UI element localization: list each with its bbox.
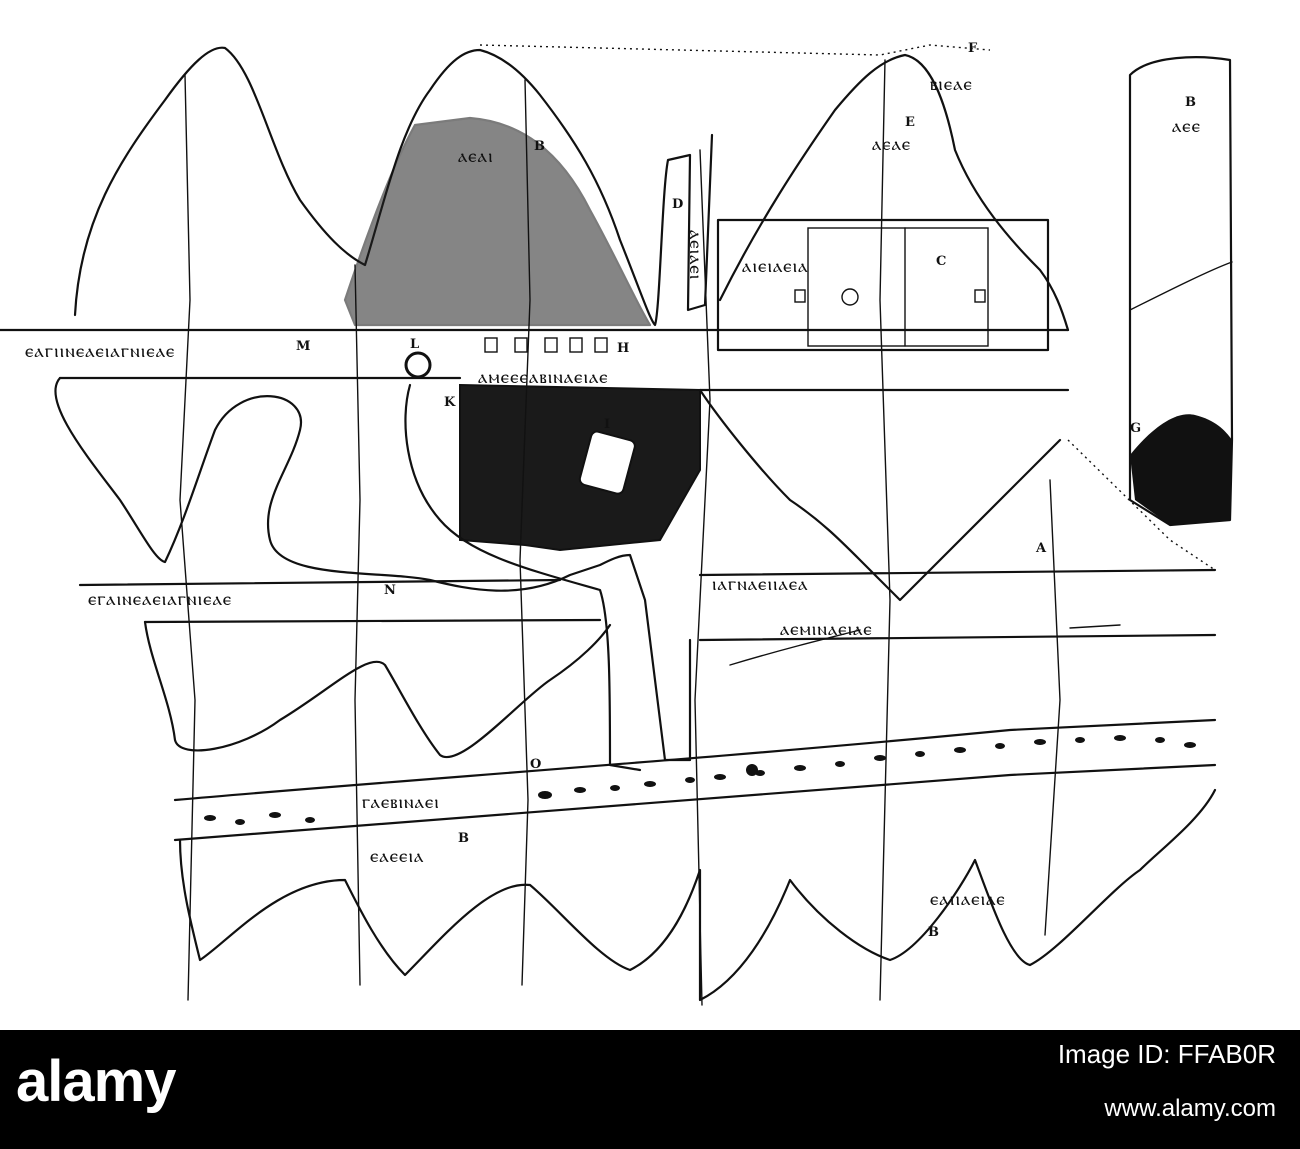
alamy-logo: alamy [16,1049,176,1114]
label-c: C [936,254,946,269]
inscription-c: ⲁⲓⲉⲓⲁⲉⲓⲁ [742,255,809,277]
label-f: F [968,41,978,56]
inscription-d: ⲁⲉⲓⲁⲉⲓ [685,230,707,280]
label-i: I [604,417,610,432]
inscription-right: ⲁⲉⲉ [1172,115,1201,137]
inscription-f: ⲃⲓⲉⲁⲉ [930,73,973,95]
dotted-edge-top [479,44,991,56]
fold-line-6 [1044,479,1061,936]
label-b-fragment: B [1185,95,1196,110]
fold-line-5 [879,59,891,1001]
wadi-inner [404,383,642,772]
label-a: A [1035,541,1047,556]
fold-line-4 [694,149,711,1006]
inscription-a2: ⲁⲉⲙⲓⲛⲁⲉⲓⲁⲉ [780,618,873,640]
lower-hills [143,620,612,759]
winding-wadi [54,376,692,762]
label-b-bottom-right: B [928,925,939,940]
houses-row [484,337,608,353]
image-id-label: Image ID: FFAB0R [1057,1039,1276,1069]
pointer-line [729,624,1121,666]
label-o: O [530,757,541,772]
mountain-outline-top [73,46,714,327]
road-m-bottom [58,376,1070,392]
road-n-bottom [143,618,602,624]
fold-line-1 [179,74,196,1001]
shaded-mountain [343,116,652,327]
label-e: E [905,115,915,130]
inscription-top: ⲁⲉⲁⲓ [458,145,494,167]
triangle-valley [698,388,1062,602]
building-complex [716,218,1050,352]
inscription-a1: ⲓⲁⲅⲛⲁⲉⲓⲓⲁⲉⲁ [712,573,809,595]
label-n: N [384,583,396,598]
label-k: K [444,395,456,410]
road-n-top [78,578,562,587]
mountain-right-outline [718,53,1070,332]
label-b-bottom-left: B [458,831,469,846]
road-a-bottom [698,633,1217,642]
river-stones [204,735,1196,825]
label-l: L [410,337,419,352]
bottom-zigzag-edge [178,788,1217,1002]
well-circle [404,351,432,379]
stele [578,430,636,495]
inscription-e: ⲁⲉⲁⲉ [872,133,911,155]
inscription-o: ⲅⲁⲉⲃⲓⲛⲁⲉⲓ [362,791,440,813]
fold-line-2 [354,264,361,986]
inscription-b-left: ⲉⲁⲉⲉⲓⲁ [370,845,425,867]
label-m: M [296,339,310,354]
right-fragment-line [1129,261,1233,311]
watermark-footer [0,1030,1300,1149]
river-band-top [173,718,1217,802]
inscription-h: ⲁⲙⲉⲉⲉⲁⲃⲓⲛⲁⲉⲓⲁⲉ [478,366,609,388]
temple-enclosure [459,383,701,552]
label-b-top: B [534,139,545,154]
road-a-top [698,568,1217,577]
inscription-b-right: ⲉⲁⲓⲓⲁⲉⲓⲁⲉ [930,888,1006,910]
label-h: H [617,341,629,356]
river-band-bottom [173,763,1217,842]
inscription-n: ⲉⲅⲁⲓⲛⲉⲁⲉⲓⲁⲅⲛⲓⲉⲁⲉ [88,588,232,610]
label-d: D [672,197,683,212]
fold-line-3 [519,79,531,986]
inscription-m: ⲉⲁⲅⲓⲓⲛⲉⲁⲉⲓⲁⲅⲛⲓⲉⲁⲉ [25,340,175,362]
right-fragment-dark [1130,414,1232,525]
site-url: www.alamy.com [1104,1095,1276,1122]
label-g: G [1130,421,1141,436]
